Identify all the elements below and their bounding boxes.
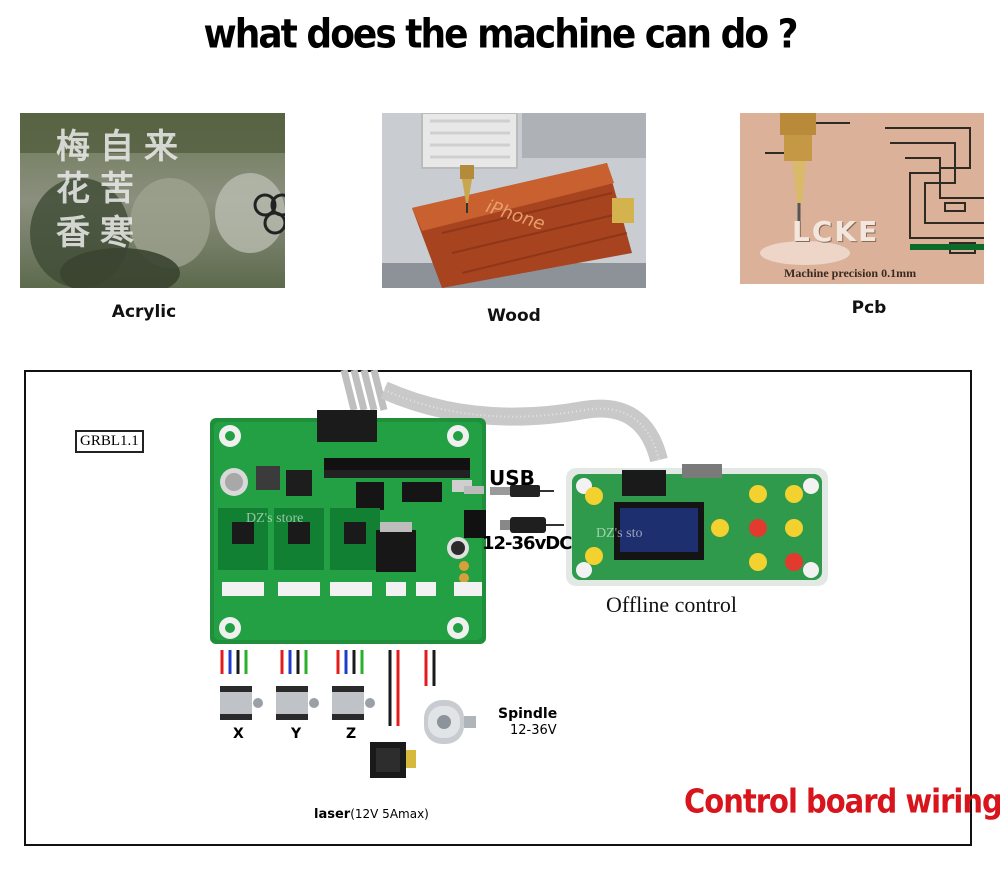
overlay-char: 香 bbox=[56, 213, 90, 253]
laser-label: laser bbox=[314, 807, 351, 822]
pcb-photo: LCKE Machine precision 0.1mm bbox=[740, 113, 984, 284]
wood-caption: Wood bbox=[487, 306, 541, 326]
board-watermark: DZ's store bbox=[246, 511, 304, 526]
controller-watermark: DZ's sto bbox=[596, 526, 643, 541]
pcb-caption: Pcb bbox=[851, 298, 887, 318]
motor-wires bbox=[220, 650, 436, 726]
laser-module bbox=[370, 742, 416, 778]
overlay-char: 花 bbox=[56, 169, 90, 209]
main-board bbox=[210, 410, 486, 644]
wood-photo: iPhone bbox=[382, 113, 646, 288]
laser-spec: (12V 5Amax) bbox=[350, 807, 429, 821]
dc-power-plug bbox=[500, 517, 564, 533]
offline-controller bbox=[566, 464, 828, 586]
spindle-label: Spindle bbox=[498, 706, 558, 722]
acrylic-caption: Acrylic bbox=[111, 302, 177, 322]
ribbon-cable bbox=[340, 370, 388, 411]
offline-control-label: Offline control bbox=[606, 592, 737, 617]
overlay-char: 寒 bbox=[100, 213, 134, 253]
pcb-engraving: LCKE bbox=[792, 215, 880, 248]
laser-caption: laser(12V 5Amax) bbox=[314, 805, 429, 823]
wiring-diagram-frame bbox=[24, 370, 972, 846]
overlay-char: 梅 bbox=[56, 127, 90, 167]
precision-note: Machine precision 0.1mm bbox=[784, 266, 917, 280]
firmware-badge: GRBL1.1 bbox=[75, 430, 144, 453]
motor-label-x: X bbox=[233, 726, 244, 742]
acrylic-photo: 梅 花 香 自 苦 来 寒 bbox=[20, 113, 285, 288]
page-headline: what does the machine can do ? bbox=[203, 11, 799, 58]
stepper-motor-x bbox=[220, 686, 263, 720]
overlay-char: 来 bbox=[144, 127, 178, 167]
spindle-voltage: 12-36V bbox=[510, 723, 557, 738]
stepper-motor-z bbox=[332, 686, 375, 720]
motor-label-z: Z bbox=[346, 726, 357, 742]
wiring-diagram bbox=[210, 370, 828, 778]
overlay-char: 自 bbox=[100, 127, 134, 167]
stepper-motor-y bbox=[276, 686, 319, 720]
control-board-wiring-title: Control board wiring bbox=[684, 781, 1000, 821]
overlay-char: 苦 bbox=[100, 169, 134, 209]
spindle-motor bbox=[424, 700, 476, 744]
power-label: 12-36vDC bbox=[482, 533, 572, 554]
motor-label-y: Y bbox=[291, 726, 302, 742]
usb-label: USB bbox=[489, 466, 535, 490]
usb-connector bbox=[464, 485, 554, 497]
